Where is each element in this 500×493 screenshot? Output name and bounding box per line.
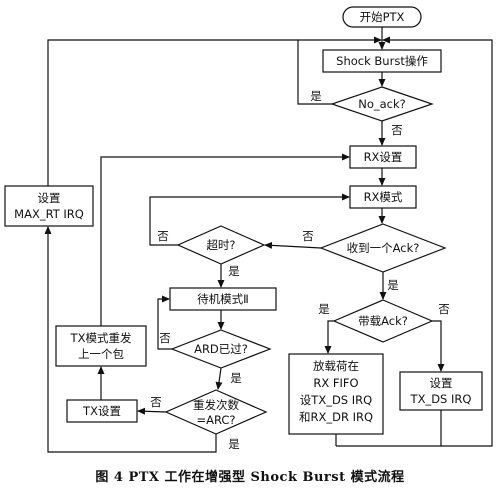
rx-setup-box	[349, 145, 417, 169]
resend-count-label-2: =ARC?	[196, 413, 235, 427]
ack-received-label: 收到一个Ack?	[347, 241, 420, 255]
resend-count-diamond	[164, 389, 268, 435]
payload-label-2: RX FIFO	[313, 376, 358, 390]
resend-count-label-1: 重发次数	[193, 398, 239, 412]
payload-ack-diamond	[332, 299, 434, 343]
ard-no-label: 否	[159, 331, 171, 345]
payload-label-4: 和RX_DR IRQ	[299, 410, 373, 424]
tx-resend-label-2: 上一个包	[78, 347, 124, 361]
payload-label-3: 设TX_DS IRQ	[300, 393, 372, 407]
payload-ack-label: 带载Ack?	[358, 314, 408, 328]
rx-mode-label: RX模式	[364, 190, 403, 204]
timeout-label: 超时?	[206, 238, 235, 252]
ack-no-label: 否	[302, 229, 314, 243]
tx-resend-label-1: TX模式重发	[70, 331, 132, 345]
tx-setup-label: TX设置	[82, 404, 121, 418]
ack-yes-label: 是	[387, 278, 399, 292]
rx-setup-label: RX设置	[364, 150, 403, 164]
resend-yes-label: 是	[228, 437, 240, 451]
figure-caption: 图 4 PTX 工作在增强型 Shock Burst 模式流程	[95, 470, 405, 485]
max-rt-label-2: MAX_RT IRQ	[14, 207, 84, 221]
max-rt-label-1: 设置	[38, 191, 61, 205]
timeout-no-label: 否	[157, 229, 169, 243]
tx-ds-label-2: TX_DS IRQ	[410, 392, 472, 406]
tx-setup-box	[66, 399, 138, 423]
ard-label: ARD已过?	[194, 342, 248, 356]
no-ack-no-label: 否	[391, 123, 403, 137]
rx-mode-box	[349, 185, 417, 209]
standby-label: 待机模式Ⅱ	[197, 292, 249, 306]
no-ack-label: No_ack?	[358, 97, 406, 111]
no-ack-yes-label: 是	[310, 89, 322, 103]
timeout-yes-label: 是	[228, 264, 240, 278]
shockburst-label: Shock Burst操作	[336, 54, 428, 68]
resend-no-label: 否	[150, 395, 162, 409]
payload-no-label: 否	[438, 302, 450, 316]
payload-label-1: 放载荷在	[313, 359, 359, 373]
standby-box	[169, 287, 277, 311]
ard-yes-label: 是	[230, 371, 242, 385]
payload-yes-label: 是	[318, 302, 330, 316]
tx-ds-label-1: 设置	[430, 376, 453, 390]
flowchart: 开始PTX Shock Burst操作 No_ack? RX设置 RX模式 收到…	[4, 6, 493, 453]
start-label: 开始PTX	[360, 10, 405, 24]
